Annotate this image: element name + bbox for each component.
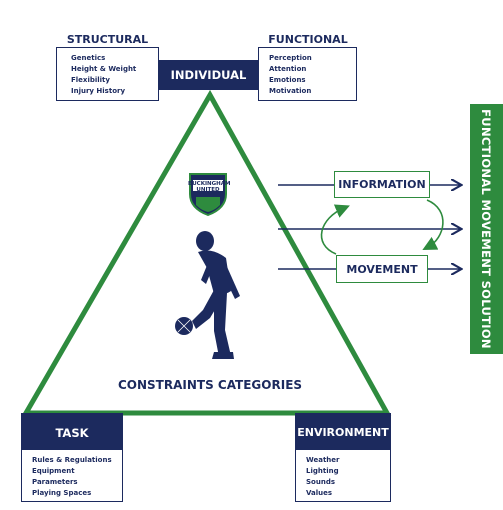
environment-item: Sounds [306, 478, 335, 486]
environment-item: Values [306, 489, 333, 497]
environment-label: ENVIRONMENT [296, 414, 390, 450]
structural-title: STRUCTURAL [66, 33, 149, 46]
club-badge: BUCKINGHAM UNITED [188, 172, 231, 217]
functional-title: FUNCTIONAL [268, 33, 348, 46]
environment-item: Weather [306, 456, 340, 464]
constraints-categories-label: CONSTRAINTS CATEGORIES [117, 378, 303, 392]
environment-box: ENVIRONMENT Weather Lighting Sounds Valu… [295, 413, 391, 502]
environment-item: Lighting [306, 467, 339, 475]
functional-item: Perception [269, 54, 312, 62]
badge-name-line1: BUCKINGHAM [188, 181, 231, 187]
badge-name-line2: UNITED [196, 187, 220, 193]
task-item: Parameters [32, 478, 78, 486]
individual-label: INDIVIDUAL [159, 60, 258, 90]
functional-box: Perception Attention Emotions Motivation [258, 47, 357, 101]
cycle-arrow-down [422, 199, 444, 251]
functional-item: Attention [269, 65, 307, 73]
task-item: Rules & Regulations [32, 456, 112, 464]
structural-item: Injury History [71, 87, 126, 95]
shield-icon [189, 173, 227, 217]
constraints-triangle [21, 89, 392, 416]
task-item: Equipment [32, 467, 75, 475]
structural-item: Flexibility [71, 76, 110, 84]
task-label: TASK [22, 414, 122, 450]
functional-item: Emotions [269, 76, 306, 84]
task-box: TASK Rules & Regulations Equipment Param… [21, 413, 123, 502]
functional-item: Motivation [269, 87, 312, 95]
player-silhouette [192, 231, 240, 359]
cycle-arrow-up [320, 204, 350, 255]
information-box: INFORMATION [334, 171, 430, 198]
structural-item: Genetics [71, 54, 106, 62]
structural-item: Height & Weight [71, 65, 137, 73]
side-banner-text: FUNCTIONAL MOVEMENT SOLUTION [479, 109, 493, 349]
task-item: Playing Spaces [32, 489, 92, 497]
movement-box: MOVEMENT [336, 255, 428, 283]
side-banner: FUNCTIONAL MOVEMENT SOLUTION [470, 104, 503, 354]
structural-box: Genetics Height & Weight Flexibility Inj… [56, 47, 159, 101]
